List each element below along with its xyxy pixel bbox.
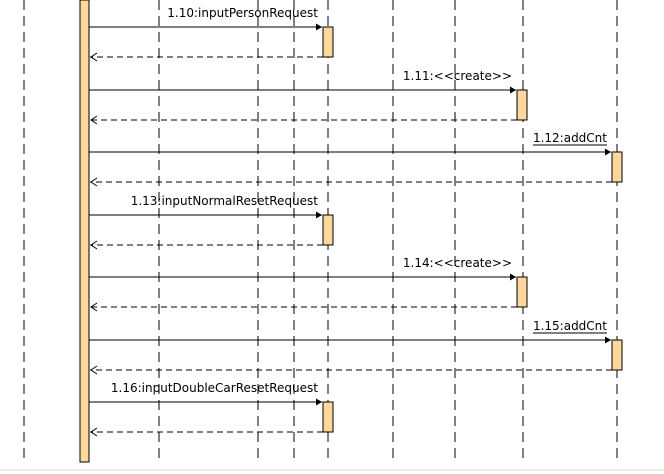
message-label: 1.13:inputNormalResetRequest <box>131 194 319 208</box>
target-activation-bar[interactable] <box>516 89 528 121</box>
message-label: 1.11:<<create>> <box>403 69 512 83</box>
return-arrowhead <box>90 365 98 375</box>
lifelines <box>23 0 618 462</box>
target-activation-bar[interactable] <box>322 26 334 58</box>
call-arrowhead <box>316 398 322 406</box>
return-arrowhead <box>90 52 98 62</box>
return-arrowhead <box>90 302 98 312</box>
target-activation-bar[interactable] <box>516 276 528 308</box>
return-arrowhead <box>90 240 98 250</box>
message-group: 1.10:inputPersonRequest 1.11:<<create>> 1.… <box>89 6 623 437</box>
return-arrowhead <box>90 115 98 125</box>
message-label: 1.16:inputDoubleCarResetRequest <box>111 381 318 395</box>
message-label: 1.14:<<create>> <box>403 256 512 270</box>
call-arrowhead <box>605 148 611 156</box>
message-label: 1.12:addCnt <box>533 131 607 145</box>
call-arrowhead <box>510 86 516 94</box>
target-activation-bar[interactable] <box>611 151 623 183</box>
target-activation-bar[interactable] <box>322 214 334 246</box>
message-label: 1.15:addCnt <box>533 319 607 333</box>
target-activation-bar[interactable] <box>611 339 623 371</box>
call-arrowhead <box>510 273 516 281</box>
target-activation-bar[interactable] <box>322 401 334 433</box>
caller-activation-bar[interactable] <box>79 0 90 463</box>
return-arrowhead <box>90 177 98 187</box>
call-arrowhead <box>316 211 322 219</box>
call-arrowhead <box>316 23 322 31</box>
message-label: 1.10:inputPersonRequest <box>167 6 318 20</box>
call-arrowhead <box>605 336 611 344</box>
return-arrowhead <box>90 427 98 437</box>
